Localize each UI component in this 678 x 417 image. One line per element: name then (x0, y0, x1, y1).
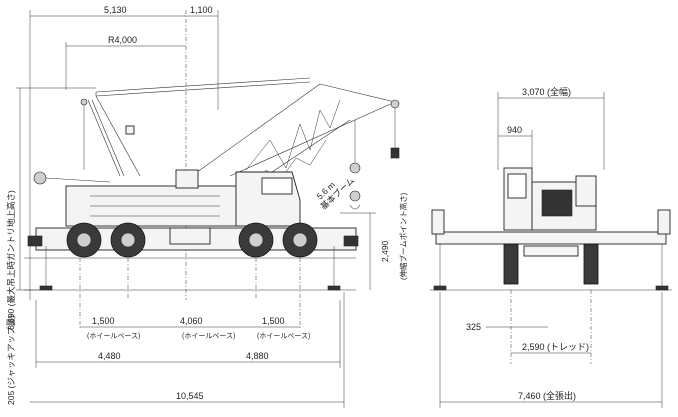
dim-top-left: 5,130 (104, 5, 127, 15)
dim-axle-right: 1,500 (262, 316, 285, 326)
dim-axle-right-sub: (ホイールベース) (257, 332, 310, 340)
dim-radius: R4,000 (108, 35, 137, 45)
superstructure (33, 169, 301, 227)
side-view: 5,130 1,100 R4,000 6,690 (最大吊上時ガントリ地上高さ)… (6, 5, 408, 408)
dim-height-left: 6,690 (最大吊上時ガントリ地上高さ) (6, 190, 16, 330)
dim-span-right: 4,880 (246, 351, 269, 361)
dim-overall: 10,545 (176, 391, 204, 401)
dim-boom: 5.6 m 基本ブーム (312, 168, 357, 211)
wheels (66, 222, 318, 258)
dim-jack-up: 205 (ジャッキアップ量) (6, 315, 16, 405)
dim-cab: 940 (507, 125, 522, 135)
dim-outrigger-span: 7,460 (全張出) (518, 390, 576, 401)
dim-tread: 2,590 (トレッド) (522, 342, 589, 352)
dim-axle-left-sub: (ホイールベース) (87, 332, 140, 340)
dim-axle-mid: 4,060 (180, 316, 203, 326)
dim-height-right: 2,490 (380, 240, 390, 262)
dim-full-width: 3,070 (全幅) (522, 86, 571, 97)
dim-top-right: 1,100 (190, 5, 213, 15)
dim-span-left: 4,480 (98, 351, 121, 361)
dim-height-right-label: (伸縮ブームポイント高さ) (398, 192, 408, 280)
jib (80, 77, 311, 177)
dim-axle-left: 1,500 (92, 316, 115, 326)
dim-outrigger-offset: 325 (466, 322, 481, 332)
dim-axle-mid-sub: (ホイールベース) (182, 332, 235, 340)
front-view: 3,070 (全幅) 940 325 2,590 (トレッド (430, 86, 672, 408)
